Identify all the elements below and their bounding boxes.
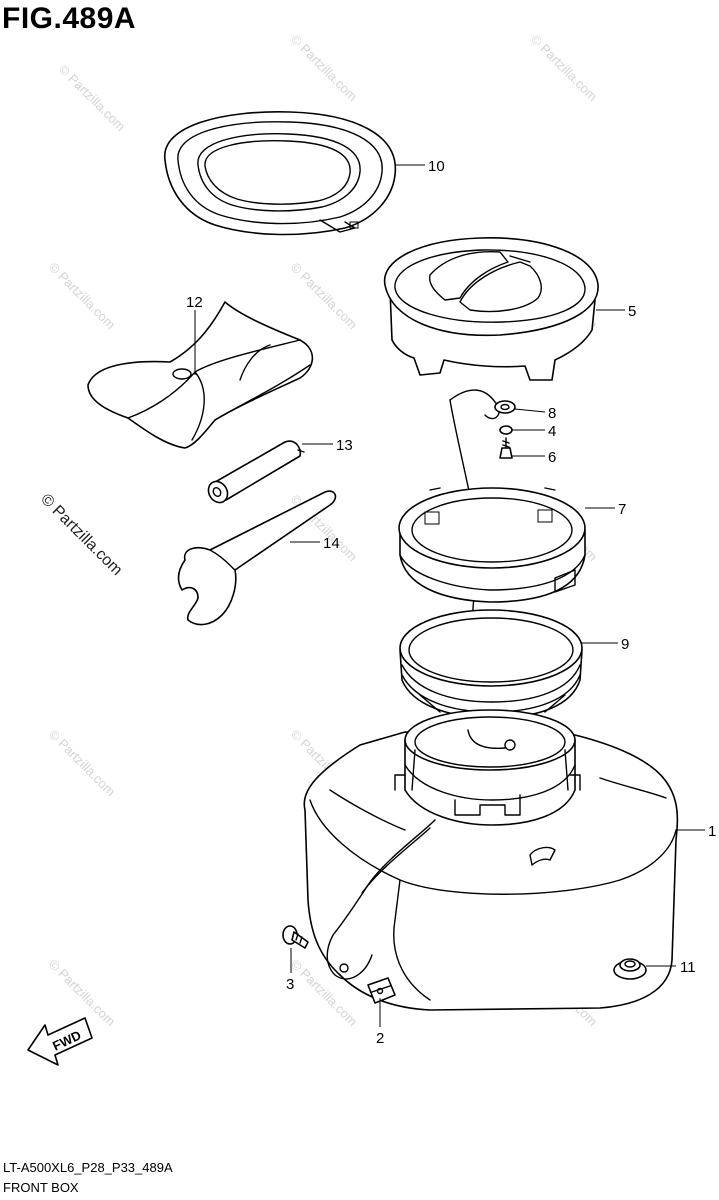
callout-4: 4 (548, 423, 556, 440)
watermark: © Partzilla.com (528, 32, 601, 105)
callout-10: 10 (428, 158, 445, 175)
part-5-cap (383, 237, 599, 381)
part-4-washer (499, 425, 513, 435)
part-11-grommet (613, 958, 647, 980)
part-12-pouch (87, 301, 314, 449)
part-10-gasket (164, 111, 397, 236)
callout-9: 9 (621, 636, 629, 653)
figure-code: LT-A500XL6_P28_P33_489A (3, 1160, 173, 1175)
part-6-screw (499, 437, 513, 459)
figure-title: FIG.489A (2, 2, 137, 35)
part-8-eyelet (494, 400, 516, 414)
part-9-seal (399, 609, 583, 719)
part-2-clip (367, 977, 396, 1004)
watermark-large: © Partzilla.com (37, 491, 125, 579)
part-14-wrench (177, 490, 337, 626)
callout-8: 8 (548, 405, 556, 422)
tether-cable (449, 389, 500, 420)
callout-13: 13 (336, 437, 353, 454)
callout-12: 12 (186, 294, 203, 311)
callout-1: 1 (708, 823, 716, 840)
callout-7: 7 (618, 501, 626, 518)
part-1-front-box (303, 709, 679, 1011)
part-7-ring (398, 487, 586, 603)
callout-14: 14 (323, 535, 340, 552)
part-13-battery (207, 440, 305, 504)
callout-6: 6 (548, 449, 556, 466)
watermark: © Partzilla.com (288, 32, 361, 105)
watermark: © Partzilla.com (56, 62, 129, 135)
callout-11: 11 (680, 959, 696, 976)
fwd-arrow: FWD (27, 1017, 93, 1066)
watermark: © Partzilla.com (46, 957, 119, 1030)
figure-name: FRONT BOX (3, 1180, 79, 1195)
part-3-screw (282, 925, 309, 949)
watermark: © Partzilla.com (46, 260, 119, 333)
callout-3: 3 (286, 976, 294, 993)
callout-2: 2 (376, 1030, 384, 1047)
callout-5: 5 (628, 303, 636, 320)
callouts: 10 5 8 4 6 7 9 1 11 12 13 14 3 2 (186, 158, 716, 1047)
watermark: © Partzilla.com (288, 260, 361, 333)
watermark: © Partzilla.com (46, 727, 119, 800)
leader-lines (194, 164, 705, 1027)
